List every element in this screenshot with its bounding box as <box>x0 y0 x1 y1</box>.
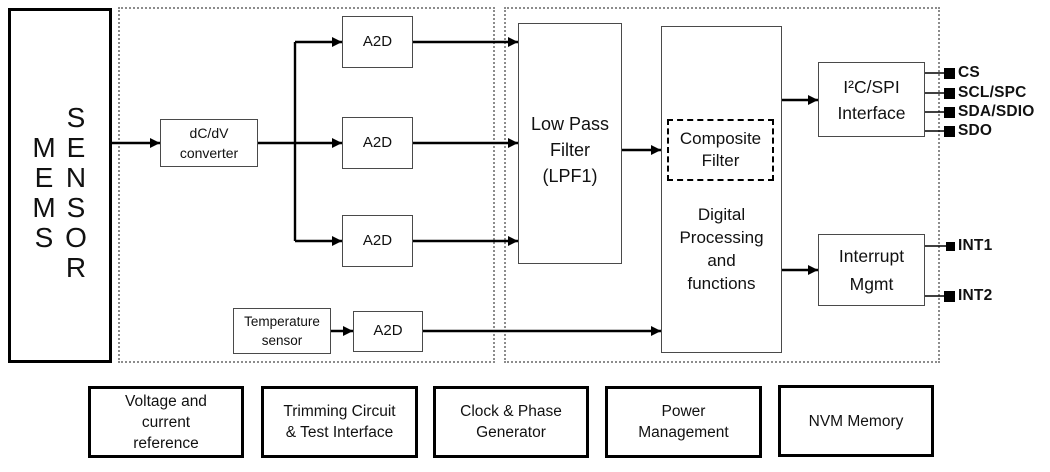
dcdv-label-line1: dC/dV <box>189 125 229 141</box>
pin-int2: INT2 <box>944 285 992 307</box>
pin-square-icon <box>944 106 955 118</box>
pin-scl-spc: SCL/SPC <box>944 82 1027 104</box>
block-label-line: Power <box>661 403 706 420</box>
clock-phase-generator-block: Clock & Phase Generator <box>433 386 589 458</box>
mems-letter <box>28 103 60 133</box>
dp-label-line3: and <box>707 251 736 270</box>
interrupt-mgmt-block: Interrupt Mgmt <box>818 234 925 306</box>
mems-letter: M <box>32 192 56 223</box>
voltage-current-reference-block: Voltage and current reference <box>88 386 244 458</box>
mems-letter: S <box>34 222 54 253</box>
low-pass-filter-block: Low Pass Filter (LPF1) <box>518 23 622 264</box>
pin-label-sdo: SDO <box>958 122 993 139</box>
pin-label-int1: INT1 <box>958 237 993 254</box>
a2d-label: A2D <box>362 32 393 50</box>
trimming-test-interface-block: Trimming Circuit & Test Interface <box>261 386 418 458</box>
a2d-block-1: A2D <box>342 16 413 68</box>
a2d-block-3: A2D <box>342 215 413 267</box>
pin-int1: INT1 <box>946 235 992 257</box>
pin-label-cs: CS <box>958 64 980 81</box>
block-label-line: reference <box>133 434 199 452</box>
dcdv-converter-block: dC/dV converter <box>160 119 258 167</box>
a2d-block-4: A2D <box>353 311 423 352</box>
pin-square-icon <box>944 125 955 137</box>
digital-processing-block: Composite Filter Digital Processing and … <box>661 26 782 353</box>
pin-cs: CS <box>944 62 980 84</box>
composite-label-line1: Composite <box>679 129 762 148</box>
mems-letter: E <box>34 162 54 193</box>
digital-processing-label: Digital Processing and functions <box>662 203 781 295</box>
mems-letter: N <box>65 162 87 193</box>
block-label-line: Voltage and <box>125 392 207 410</box>
pin-label-int2: INT2 <box>958 287 993 304</box>
dcdv-label-line2: converter <box>179 145 239 161</box>
lpf-label-line3: (LPF1) <box>542 165 598 186</box>
nvm-memory-block: NVM Memory <box>778 385 934 457</box>
temperature-sensor-block: Temperature sensor <box>233 308 331 354</box>
pin-sdo: SDO <box>944 120 992 142</box>
mems-letter: E <box>66 132 86 163</box>
a2d-label: A2D <box>373 322 403 340</box>
block-label-line: Generator <box>476 424 546 441</box>
block-label-line: NVM Memory <box>808 412 904 430</box>
lpf-label-line1: Low Pass <box>530 113 610 134</box>
mems-letter: S <box>66 102 86 133</box>
pin-square-icon <box>944 87 955 99</box>
dp-label-line2: Processing <box>679 228 764 247</box>
pin-square-icon <box>944 67 955 79</box>
block-label-line: Management <box>638 424 729 441</box>
lpf-label-line2: Filter <box>550 139 590 160</box>
dp-label-line4: functions <box>687 274 756 293</box>
mems-letter: R <box>65 252 87 283</box>
temp-label-line2: sensor <box>261 333 303 348</box>
i2c-label-line1: I²C/SPI <box>843 76 900 97</box>
block-label-line: Trimming Circuit <box>283 403 396 420</box>
power-management-block: Power Management <box>605 386 762 458</box>
composite-filter-block: Composite Filter <box>667 119 774 181</box>
block-label-line: Clock & Phase <box>460 403 562 420</box>
i2c-spi-interface-block: I²C/SPI Interface <box>818 62 925 137</box>
composite-label-line2: Filter <box>701 151 740 170</box>
interrupt-label-line2: Mgmt <box>849 274 894 294</box>
i2c-label-line2: Interface <box>837 102 906 123</box>
mems-letter: O <box>65 222 87 253</box>
pin-square-icon <box>946 241 955 251</box>
digital-section <box>504 7 940 363</box>
pin-label-scl-spc: SCL/SPC <box>958 84 1027 101</box>
a2d-label: A2D <box>362 133 393 151</box>
block-label-line: current <box>141 413 191 431</box>
pin-label-sda-sdio: SDA/SDIO <box>958 103 1035 120</box>
mems-sensor-label: S M E E N M S S O R <box>28 102 92 283</box>
analog-front-end-section <box>118 7 495 363</box>
mems-letter: S <box>66 192 86 223</box>
block-label-line: & Test Interface <box>285 424 394 441</box>
temp-label-line1: Temperature <box>244 314 320 329</box>
mems-letter: M <box>32 132 56 163</box>
dp-label-line1: Digital <box>697 205 746 224</box>
pin-square-icon <box>944 290 955 302</box>
pin-sda-sdio: SDA/SDIO <box>944 101 1035 123</box>
a2d-block-2: A2D <box>342 117 413 169</box>
a2d-label: A2D <box>362 231 393 249</box>
interrupt-label-line1: Interrupt <box>838 246 905 266</box>
mems-letter <box>28 253 60 283</box>
mems-sensor-block: S M E E N M S S O R <box>8 8 112 363</box>
